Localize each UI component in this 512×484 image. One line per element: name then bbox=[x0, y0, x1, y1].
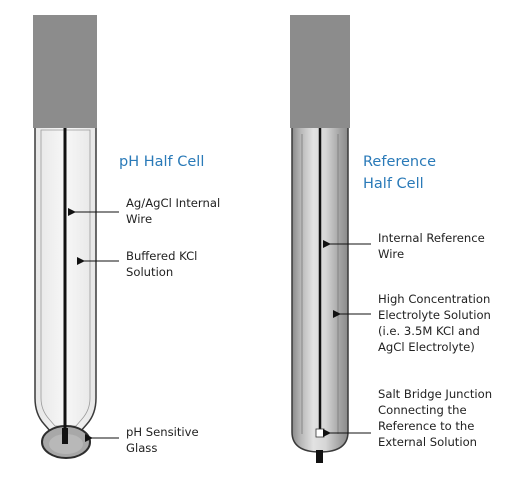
ph-wire-tip bbox=[62, 428, 68, 444]
ph-cell-title: pH Half Cell bbox=[119, 154, 204, 170]
ph-half-cell bbox=[33, 15, 97, 459]
ph-cap bbox=[33, 15, 97, 128]
ref-label-electrolyte: High Concentration Electrolyte Solution … bbox=[333, 292, 495, 354]
reference-cap bbox=[290, 15, 350, 128]
ref-label-internal-wire: Internal Reference Wire bbox=[323, 231, 488, 261]
svg-text:High Concentration Ele: High Concentration Electrolyte Solution … bbox=[378, 292, 495, 354]
svg-text:Salt Bridge Junction C: Salt Bridge Junction Connecting the Refe… bbox=[378, 387, 496, 449]
ph-glass-inner-outline bbox=[40, 129, 91, 427]
svg-text:Internal Reference Wir: Internal Reference Wire bbox=[378, 231, 488, 261]
ref-label-salt-bridge: Salt Bridge Junction Connecting the Refe… bbox=[323, 387, 496, 449]
ph-label-internal-wire: Ag/AgCl Internal Wire bbox=[68, 196, 224, 226]
svg-text:Ag/AgCl Internal Wire: Ag/AgCl Internal Wire bbox=[126, 196, 224, 226]
reference-half-cell bbox=[290, 15, 350, 463]
svg-text:Buffered KCl Solution: Buffered KCl Solution bbox=[126, 249, 201, 279]
reference-tip bbox=[316, 450, 323, 463]
svg-text:pH Sensitive Glass: pH Sensitive Glass bbox=[126, 425, 202, 455]
ph-label-buffered-kcl: Buffered KCl Solution bbox=[77, 249, 201, 279]
salt-bridge-junction bbox=[315, 428, 325, 438]
ph-label-sensitive-glass: pH Sensitive Glass bbox=[85, 425, 202, 455]
reference-cell-title: Reference Half Cell bbox=[363, 154, 441, 192]
